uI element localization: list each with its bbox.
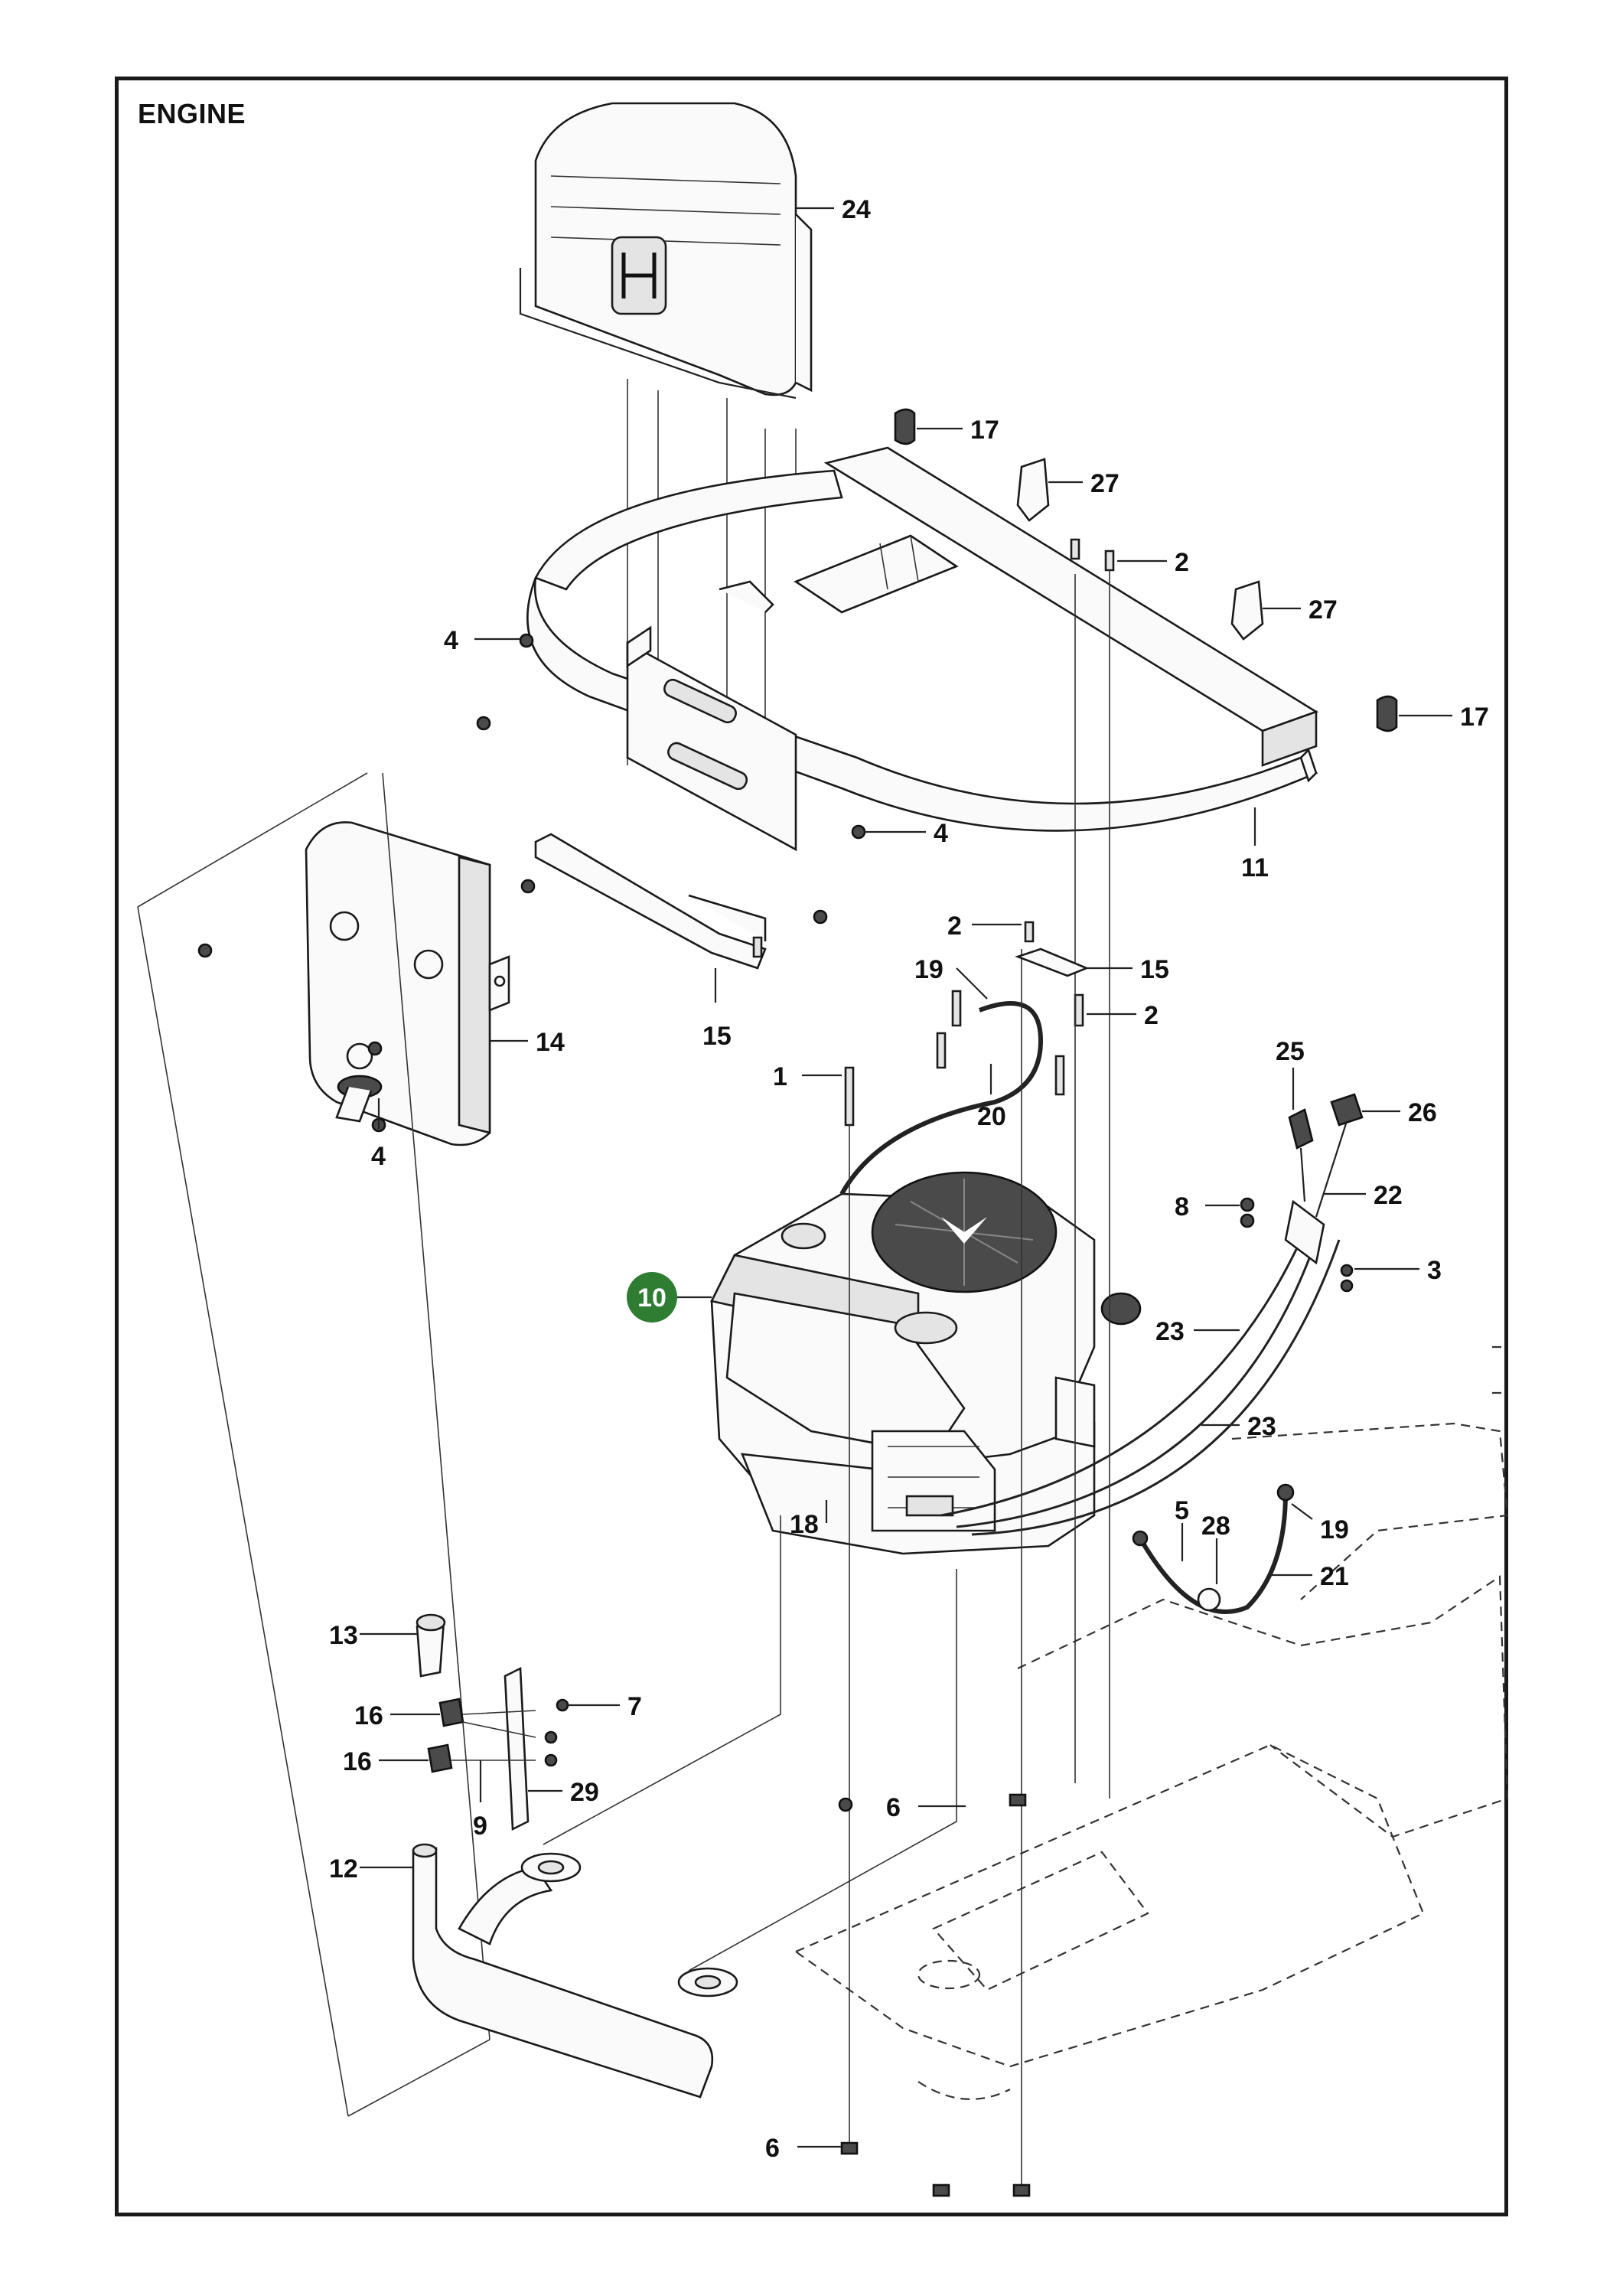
exhaust-pipe xyxy=(412,1613,738,2099)
callout-26[interactable]: 26 xyxy=(1408,1098,1437,1127)
callout-19-top[interactable]: 19 xyxy=(914,955,943,984)
callout-13[interactable]: 13 xyxy=(329,1621,358,1650)
heat-shield xyxy=(504,1666,530,1831)
callout-1[interactable]: 1 xyxy=(773,1062,787,1091)
callout-7[interactable]: 7 xyxy=(627,1692,642,1721)
callout-2-mid[interactable]: 2 xyxy=(947,912,962,941)
callout-4-top[interactable]: 4 xyxy=(444,626,458,655)
callout-9[interactable]: 9 xyxy=(473,1812,487,1841)
muffler xyxy=(305,821,510,1146)
callout-29[interactable]: 29 xyxy=(570,1778,599,1807)
callout-4-mid[interactable]: 4 xyxy=(934,819,948,848)
callout-5[interactable]: 5 xyxy=(1175,1496,1189,1525)
callout-17-right[interactable]: 17 xyxy=(1460,703,1489,732)
callout-18[interactable]: 18 xyxy=(790,1510,819,1539)
callout-23-top[interactable]: 23 xyxy=(1155,1317,1185,1346)
choke-knob xyxy=(1288,1108,1314,1150)
muffler-guide-line xyxy=(137,772,490,2117)
callout-17-top[interactable]: 17 xyxy=(970,416,999,445)
engine-hood-cover xyxy=(519,102,813,400)
callout-6-mid[interactable]: 6 xyxy=(886,1793,901,1822)
callout-23-low[interactable]: 23 xyxy=(1247,1412,1276,1441)
callout-12[interactable]: 12 xyxy=(329,1854,358,1883)
callout-6-bottom[interactable]: 6 xyxy=(765,2134,780,2163)
fuel-hose xyxy=(839,1001,1044,1195)
callout-28[interactable]: 28 xyxy=(1201,1512,1230,1541)
callout-27-top[interactable]: 27 xyxy=(1090,469,1119,498)
callout-2-low[interactable]: 2 xyxy=(1144,1001,1159,1030)
callout-15-left[interactable]: 15 xyxy=(702,1022,732,1051)
callout-11[interactable]: 11 xyxy=(1241,853,1269,882)
highlighted-part-badge[interactable] xyxy=(627,1272,677,1322)
callout-25[interactable]: 25 xyxy=(1276,1037,1305,1066)
callout-20[interactable]: 20 xyxy=(977,1102,1006,1131)
callout-19-right[interactable]: 19 xyxy=(1320,1515,1349,1544)
engine-assembly xyxy=(710,1171,1142,1555)
callout-16-low[interactable]: 16 xyxy=(343,1747,372,1776)
page-title: ENGINE xyxy=(138,98,246,129)
exhaust-guide-line xyxy=(543,1515,957,1971)
fuel-return-hose xyxy=(1138,1483,1295,1614)
callout-14[interactable]: 14 xyxy=(536,1028,565,1057)
fasteners xyxy=(197,408,1398,2197)
callout-3[interactable]: 3 xyxy=(1427,1256,1442,1285)
callout-8[interactable]: 8 xyxy=(1175,1192,1189,1221)
drawing-frame xyxy=(115,77,1508,2216)
engine-frame-bumper xyxy=(526,446,1318,970)
callouts: 24 17 27 2 27 4 17 4 11 2 15 19 xyxy=(329,195,1489,2163)
callout-15-right[interactable]: 15 xyxy=(1140,955,1169,984)
callout-24[interactable]: 24 xyxy=(842,195,871,224)
throttle-cables xyxy=(940,1093,1364,1536)
callout-2-top[interactable]: 2 xyxy=(1175,548,1189,577)
chassis-outline xyxy=(794,1345,1509,2100)
callout-21[interactable]: 21 xyxy=(1320,1562,1349,1591)
callout-27-mid[interactable]: 27 xyxy=(1309,595,1338,625)
highlighted-part-number: 10 xyxy=(637,1283,666,1313)
callout-4-bottom[interactable]: 4 xyxy=(371,1142,386,1171)
callout-16-top[interactable]: 16 xyxy=(354,1701,383,1730)
callout-22[interactable]: 22 xyxy=(1374,1181,1403,1210)
throttle-knob xyxy=(1330,1093,1364,1127)
